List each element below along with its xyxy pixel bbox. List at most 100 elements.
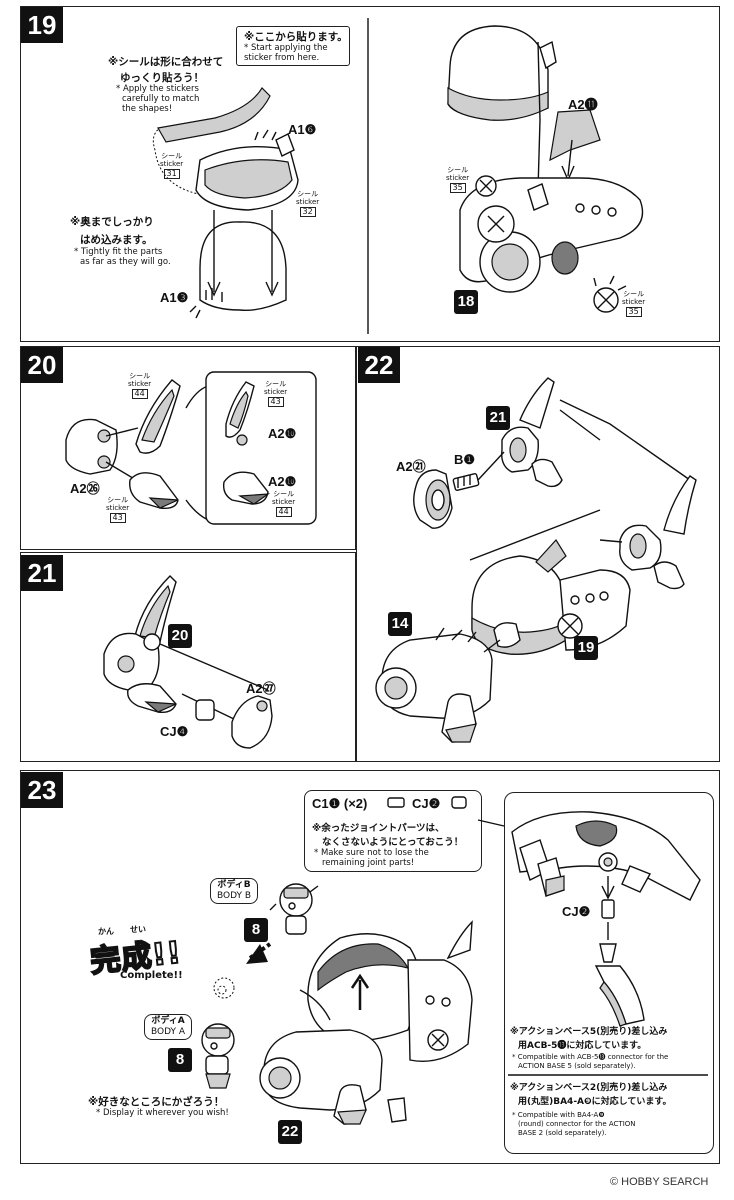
sticker-label-en: sticker xyxy=(160,160,184,168)
match-note-jp1: ※シールは形に合わせて xyxy=(108,56,224,68)
sticker-35a-box: 35 xyxy=(449,183,466,193)
sticker-35a-label: シール sticker 35 xyxy=(446,166,469,193)
fit-note-en1: * Tightly fit the parts xyxy=(74,247,163,257)
body-b-badge: 8 xyxy=(244,918,268,942)
sticker-43b-label: シール sticker 43 xyxy=(106,496,129,523)
step-22-number: 22 xyxy=(358,347,400,383)
sticker-label-jp: シール xyxy=(447,166,469,174)
sticker-43a-box: 43 xyxy=(267,397,284,407)
sticker-label-jp: シール xyxy=(161,152,183,160)
step-23-main-drawing xyxy=(201,883,473,1125)
sticker-43b-box: 43 xyxy=(109,513,126,523)
sticker-label-en: sticker xyxy=(264,388,288,396)
sticker-label-jp: シール xyxy=(623,290,645,298)
base5-note-en2: ACTION BASE 5 (sold separately). xyxy=(518,1062,636,1070)
parts-c1: C1❶ (×2) xyxy=(312,796,368,811)
step-21-number: 21 xyxy=(21,555,63,591)
sticker-31-box: 31 xyxy=(163,169,180,179)
part-a1-6: A1❻ xyxy=(288,122,317,137)
sticker-label-en: sticker xyxy=(128,380,152,388)
sticker-35b-label: シール sticker 35 xyxy=(622,290,645,317)
subassembly-20-badge: 20 xyxy=(168,624,192,648)
parts-cj2: CJ❷ xyxy=(412,796,441,811)
fit-note-en2: as far as they will go. xyxy=(80,257,171,267)
display-note-en: * Display it wherever you wish! xyxy=(96,1108,229,1118)
sticker-44b-box: 44 xyxy=(275,507,292,517)
part-a2-21: A2㉑ xyxy=(396,459,426,474)
part-a2-26: A2㉖ xyxy=(70,481,100,496)
complete-title-en: Complete!! xyxy=(120,970,183,981)
part-a2-10a: A2❿ xyxy=(268,426,297,441)
body-a-en: BODY A xyxy=(151,1027,186,1037)
sticker-31-label: シール sticker 31 xyxy=(160,152,183,179)
match-note-jp2: ゆっくり貼ろう！ xyxy=(120,72,204,84)
step-19-divider xyxy=(367,18,369,334)
sticker-label-jp: シール xyxy=(107,496,129,504)
base5-note-en1: * Compatible with ACB-5⓭ connector for t… xyxy=(512,1053,669,1061)
start-note-jp: ※ここから貼ります。 xyxy=(244,31,348,43)
sticker-label-jp: シール xyxy=(129,372,151,380)
part-a2-11: A2⓫ xyxy=(568,97,598,112)
sticker-43a-label: シール sticker 43 xyxy=(264,380,287,407)
body-b-tag: ボディB BODY B xyxy=(210,878,259,904)
subassembly-21-badge: 21 xyxy=(486,406,510,430)
start-note-en: * Start applying the sticker from here. xyxy=(244,43,328,63)
subassembly-19-badge: 19 xyxy=(574,636,598,660)
step-22-drawing xyxy=(375,377,697,743)
step-19-number: 19 xyxy=(21,7,63,43)
subassembly-22-badge: 22 xyxy=(278,1120,302,1144)
body-b-en: BODY B xyxy=(217,891,252,901)
spare-joint-icons xyxy=(387,796,505,827)
sticker-label-jp: シール xyxy=(297,190,319,198)
part-a2-27: A2㉗ xyxy=(246,681,276,696)
step-20-number: 20 xyxy=(21,347,63,383)
cj2-label: CJ❷ xyxy=(562,904,591,919)
part-a2-10b: A2❿ xyxy=(268,474,297,489)
start-note-box xyxy=(236,26,350,66)
complete-furigana-b: せい xyxy=(130,925,146,934)
base5-note-jp1: ※アクションベース5(別売り)差し込み xyxy=(510,1027,668,1037)
sticker-44a-label: シール sticker 44 xyxy=(128,372,151,399)
fit-note-jp2: はめ込みます。 xyxy=(80,234,153,246)
base-note-divider xyxy=(508,1074,708,1076)
match-note-en2: carefully to match xyxy=(122,94,200,104)
sticker-label-jp: シール xyxy=(265,380,287,388)
base2-note-jp1: ※アクションベース2(別売り)差し込み xyxy=(510,1083,668,1093)
sticker-label-en: sticker xyxy=(622,298,646,306)
subassembly-14-badge: 14 xyxy=(388,612,412,636)
body-a-badge: 8 xyxy=(168,1048,192,1072)
sticker-strip-drawing xyxy=(152,87,299,319)
sticker-32-box: 32 xyxy=(299,207,316,217)
base2-note-jp2: 用(丸型)BA4-A❾に対応しています。 xyxy=(518,1097,672,1107)
subassembly-18-badge: 18 xyxy=(454,290,478,314)
spare-note-en2: remaining joint parts! xyxy=(322,858,415,868)
base2-note-en3: BASE 2 (sold separately). xyxy=(518,1129,607,1137)
complete-furigana-a: かん xyxy=(98,927,114,936)
step-19-panel xyxy=(20,6,720,342)
match-note-en1: * Apply the stickers xyxy=(116,84,199,94)
step-21-drawing xyxy=(103,575,273,749)
sticker-label-en: sticker xyxy=(272,498,296,506)
spare-note-jp2: なくさないようにとっておこう！ xyxy=(322,837,464,848)
sticker-32-label: シール sticker 32 xyxy=(296,190,319,217)
part-cj4: CJ❹ xyxy=(160,724,189,739)
ship-body-drawing-19 xyxy=(447,25,644,313)
base5-note-jp2: 用ACB-5⓭に対応しています。 xyxy=(518,1041,647,1051)
display-note-jp: ※好きなところにかざろう！ xyxy=(88,1096,225,1108)
sticker-label-jp: シール xyxy=(273,490,295,498)
base2-note-en2: (round) connector for the ACTION xyxy=(518,1120,636,1128)
body-b-jp: ボディB xyxy=(217,880,251,890)
step-20-drawing xyxy=(65,371,317,525)
sticker-44a-box: 44 xyxy=(131,389,148,399)
fit-note-jp1: ※奥までしっかり xyxy=(70,216,154,228)
spare-note-en1: * Make sure not to lose the xyxy=(314,848,429,858)
spare-note-jp1: ※余ったジョイントパーツは、 xyxy=(312,823,445,834)
body-a-jp: ボディA xyxy=(151,1016,185,1026)
base2-note-en1: * Compatible with BA4-A❾ xyxy=(512,1111,605,1119)
sticker-35b-box: 35 xyxy=(625,307,642,317)
match-note-en3: the shapes! xyxy=(122,104,173,114)
watermark: © HOBBY SEARCH xyxy=(610,1176,709,1188)
sticker-label-en: sticker xyxy=(446,174,470,182)
sticker-label-en: sticker xyxy=(296,198,320,206)
